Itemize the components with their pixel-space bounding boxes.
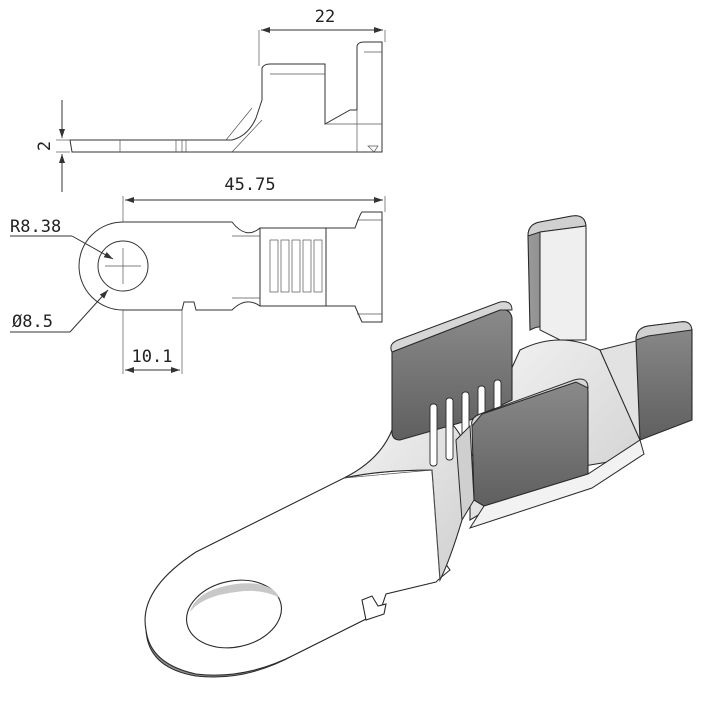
dim-ring-offset: 10.1 <box>132 347 173 367</box>
dim-ring-radius: R8.38 <box>10 217 61 237</box>
dim-overall-length: 45.75 <box>224 175 275 195</box>
isometric-view <box>144 215 693 678</box>
dim-hole-diameter: Ø8.5 <box>12 312 53 332</box>
side-view: 22 2 <box>35 7 386 192</box>
dim-thickness: 2 <box>35 141 55 151</box>
top-view: 45.75 R8.38 Ø8.5 10.1 <box>10 175 386 374</box>
dim-top-width: 22 <box>315 7 335 27</box>
